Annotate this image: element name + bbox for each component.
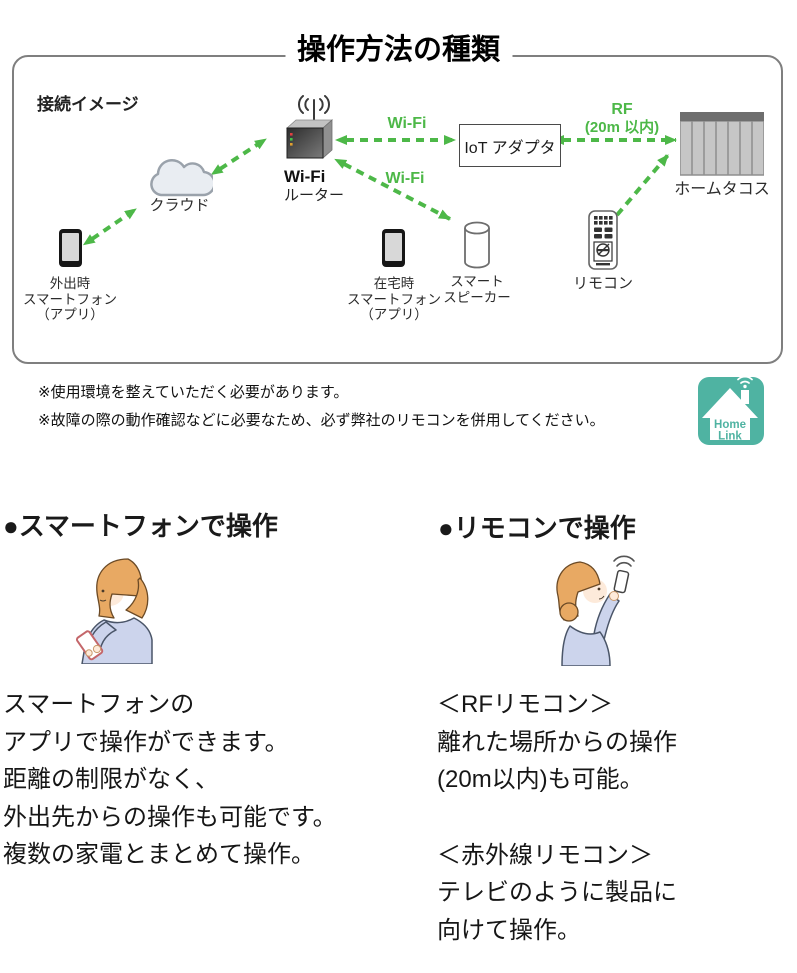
smartphone-description: スマートフォンの アプリで操作ができます。 距離の制限がなく、 外出先からの操作…: [3, 691, 337, 868]
note-2: ※故障の際の動作確認などに必要なため、必ず弊社のリモコンを併用してください。: [38, 412, 605, 429]
phone-home-icon: [382, 229, 405, 267]
page-title: 操作方法の種類: [284, 26, 513, 68]
section-heading-remote: ●リモコンで操作: [438, 513, 636, 543]
diagram-heading: 接続イメージ: [37, 95, 139, 114]
woman-with-smartphone-illustration: [75, 558, 153, 664]
section-heading-smartphone: ●スマートフォンで操作: [3, 511, 278, 541]
badge-line1: Home: [714, 419, 746, 431]
rf-label: RF (20m 以内): [584, 101, 660, 137]
wifi-router-icon: [285, 95, 334, 159]
connection-diagram: 接続イメージ クラウド: [12, 55, 783, 364]
iot-adapter-box: IoT アダプタ: [459, 124, 561, 167]
home-link-badge: Home Link: [698, 376, 764, 445]
remote-icon: [588, 210, 618, 270]
remote-description: ＜RFリモコン＞ 離れた場所からの操作 (20m以内)も可能。 ＜赤外線リモコン…: [437, 691, 677, 944]
remote-label: リモコン: [572, 275, 633, 292]
phone-home-label: 在宅時 スマートフォン （アプリ）: [346, 276, 442, 322]
wifi-label-top: Wi-Fi: [387, 115, 427, 132]
phone-away-label: 外出時 スマートフォン （アプリ）: [22, 276, 118, 322]
arrows-layer: [82, 135, 677, 246]
home-appliance-label: ホームタコス: [674, 181, 770, 198]
phone-away-icon: [59, 229, 82, 267]
badge-line2: Link: [718, 431, 742, 443]
cloud-icon: [150, 158, 213, 197]
router-label: Wi-Fi ルーター: [284, 167, 345, 205]
home-appliance-icon: [680, 112, 764, 176]
note-1: ※使用環境を整えていただく必要があります。: [38, 384, 349, 401]
cloud-label: クラウド: [149, 197, 210, 214]
woman-with-remote-illustration: [556, 555, 635, 666]
iot-adapter-label: IoT アダプタ: [464, 139, 556, 157]
wifi-label-bottom: Wi-Fi: [385, 170, 425, 187]
smart-speaker-label: スマート スピーカー: [443, 274, 511, 305]
smart-speaker-icon: [464, 221, 490, 269]
